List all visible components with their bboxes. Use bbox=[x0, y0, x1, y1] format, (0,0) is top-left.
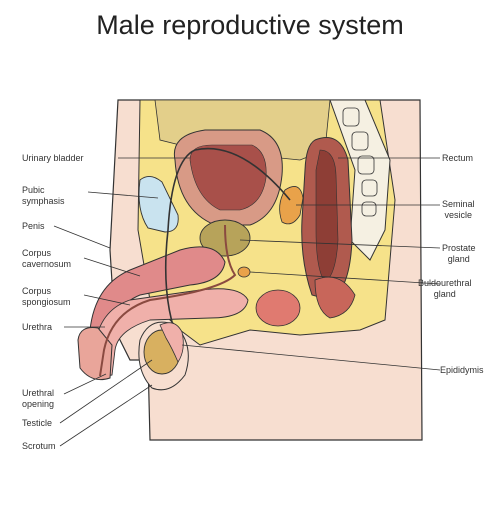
urethra-path bbox=[99, 224, 237, 377]
pelvic-muscle bbox=[255, 289, 301, 327]
vertebrae bbox=[342, 107, 378, 217]
label-urinary-bladder: Urinary bladder bbox=[22, 153, 84, 163]
vertebra bbox=[342, 107, 360, 127]
anal-canal bbox=[314, 276, 356, 319]
label-epididymis: Epididymis bbox=[440, 365, 484, 375]
label-corpus-spongiosum: Corpus spongiosum bbox=[22, 286, 71, 307]
glans-shape bbox=[77, 327, 113, 381]
diagram-title: Male reproductive system bbox=[96, 10, 404, 40]
label-seminal-vesicle: Seminal vesicle bbox=[442, 199, 475, 220]
label-urethra: Urethra bbox=[22, 322, 53, 332]
label-penis: Penis bbox=[22, 221, 45, 231]
vertebra bbox=[361, 201, 377, 217]
label-rectum: Rectum bbox=[442, 153, 474, 163]
label-prostate-gland: Prostate gland bbox=[442, 243, 476, 264]
epididymis-shape bbox=[159, 322, 184, 363]
vertebra bbox=[361, 179, 378, 197]
vas-deferens bbox=[164, 147, 291, 346]
vertebra bbox=[357, 155, 375, 175]
label-bulbourethral-gland: Buldourethral gland bbox=[418, 278, 472, 299]
rectum-lumen bbox=[315, 149, 339, 283]
label-testicle: Testicle bbox=[22, 418, 53, 428]
bulbourethral-shape bbox=[237, 266, 251, 278]
label-scrotum: Scrotum bbox=[22, 441, 56, 451]
label-corpus-cavernosum: Corpus cavernosum bbox=[22, 248, 72, 269]
label-urethral-opening: Urethral opening bbox=[22, 388, 55, 409]
leader-lines bbox=[53, 157, 441, 447]
label-pubic-symphasis: Pubic symphasis bbox=[22, 185, 65, 206]
sacrum-bone bbox=[329, 99, 391, 261]
vertebra bbox=[351, 131, 369, 151]
